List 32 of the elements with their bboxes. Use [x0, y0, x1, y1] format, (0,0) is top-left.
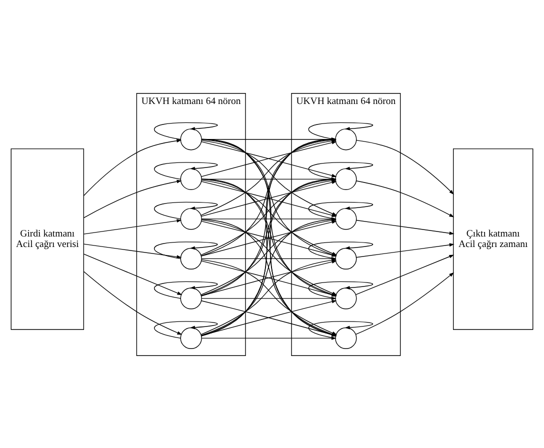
node-circle [180, 208, 202, 230]
node-circle [180, 326, 202, 348]
node-circle [335, 247, 357, 269]
cluster: UKVH katmanı 64 nöron [136, 92, 246, 356]
node-box: Çıktı katmanı Acil çağrı zamanı [453, 148, 534, 330]
arrow [356, 242, 454, 258]
node-circle [335, 208, 357, 230]
arrow [83, 270, 182, 334]
cluster: UKVH katmanı 64 nöron [291, 92, 401, 356]
arrow [308, 201, 373, 219]
node-circle [180, 287, 202, 309]
node-circle [335, 128, 357, 150]
arrow [355, 254, 454, 295]
arrow [356, 139, 454, 194]
arrow [83, 179, 182, 218]
node-circle [335, 287, 357, 309]
node-circle [335, 168, 357, 190]
arrow [308, 280, 373, 298]
node-circle [180, 128, 202, 150]
node-circle [335, 326, 357, 348]
arrow [83, 243, 182, 258]
arrow [356, 180, 454, 217]
arrow [308, 162, 373, 179]
arrow [83, 218, 182, 234]
node-box: Girdi katmanı Acil çağrı verisi [10, 148, 84, 330]
node-circle [180, 168, 202, 190]
arrow [154, 241, 218, 259]
arrow [356, 272, 454, 334]
node-circle [180, 247, 202, 269]
arrow [83, 138, 182, 196]
arrow [356, 219, 454, 234]
arrow [83, 253, 182, 294]
